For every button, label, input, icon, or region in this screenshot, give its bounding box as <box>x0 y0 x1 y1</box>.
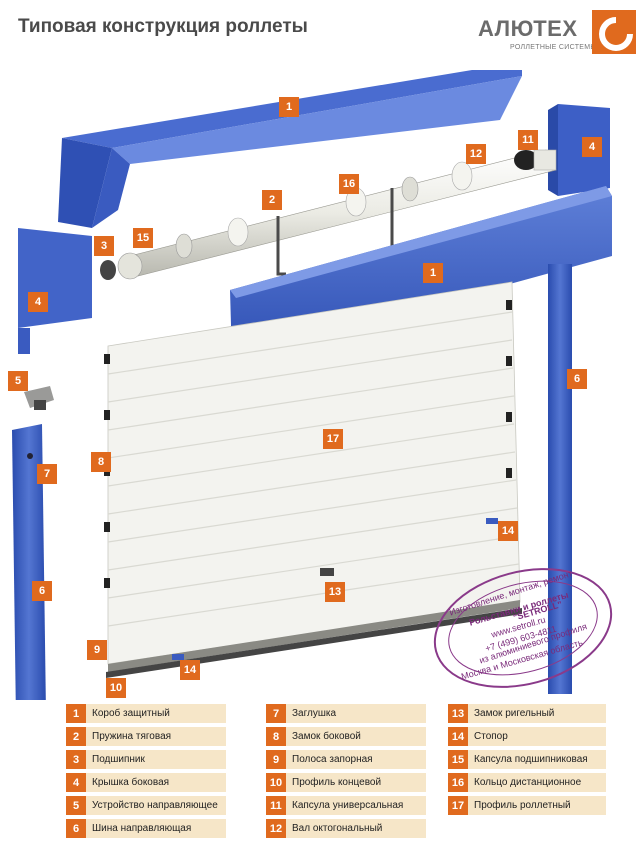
callout-12-shaft: 12 <box>466 144 486 164</box>
callout-10-end-profile: 10 <box>106 678 126 698</box>
callout-14-stopper-left: 14 <box>180 660 200 680</box>
brand-logo: АЛЮТЕХ РОЛЛЕТНЫЕ СИСТЕМЫ <box>478 8 638 56</box>
stoppers <box>172 518 498 660</box>
protective-box-rear <box>58 70 522 228</box>
callout-8-side-lock: 8 <box>91 452 111 472</box>
callout-6-left-rail: 6 <box>32 581 52 601</box>
side-cover-left <box>18 228 92 354</box>
roller-curtain <box>104 281 522 678</box>
callout-17-roller-profile: 17 <box>323 429 343 449</box>
callout-13-bolt-lock: 13 <box>325 582 345 602</box>
guide-rail-left <box>12 424 46 700</box>
company-stamp: Изготовление, монтаж, ремонт Рольставни … <box>428 568 618 688</box>
callout-11-capsule: 11 <box>518 130 538 150</box>
brand-name: АЛЮТЕХ <box>478 16 578 41</box>
callout-14-stopper-right: 14 <box>498 521 518 541</box>
brand-mark-icon <box>592 10 636 54</box>
octagonal-shaft <box>100 149 557 280</box>
callout-1-rear-box: 1 <box>279 97 299 117</box>
brand-subtitle: РОЛЛЕТНЫЕ СИСТЕМЫ <box>510 44 597 51</box>
callout-2-spring: 2 <box>262 190 282 210</box>
callout-1-front-box: 1 <box>423 263 443 283</box>
page-title: Типовая конструкция роллеты <box>18 16 308 37</box>
guide-device <box>24 386 54 410</box>
stamp-ring-icon <box>433 568 613 688</box>
guide-rail-right <box>548 264 572 694</box>
callout-16-ring: 16 <box>339 174 359 194</box>
callout-9-lock-strip: 9 <box>87 640 107 660</box>
callout-3-bearing: 3 <box>94 236 114 256</box>
callout-7-plug: 7 <box>37 464 57 484</box>
callout-5-guide-device: 5 <box>8 371 28 391</box>
callout-6-right-rail: 6 <box>567 369 587 389</box>
callout-15-bearing-capsule: 15 <box>133 228 153 248</box>
callout-4-right-cover: 4 <box>582 137 602 157</box>
callout-4-left-cover: 4 <box>28 292 48 312</box>
